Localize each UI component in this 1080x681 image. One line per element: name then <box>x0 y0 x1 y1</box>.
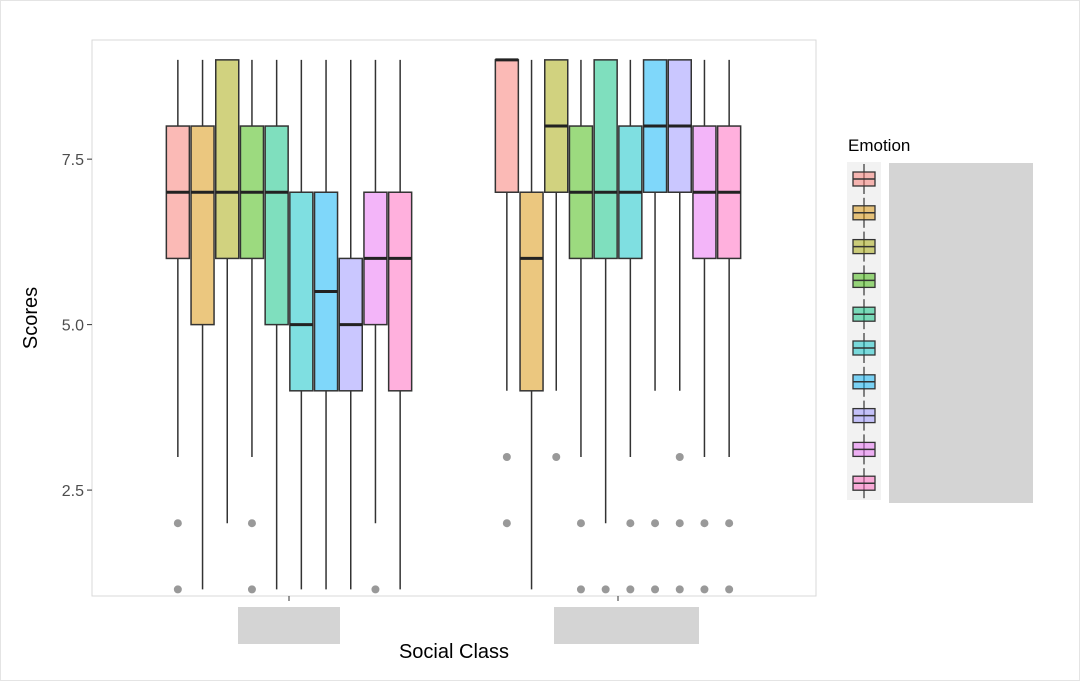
box-outlier <box>651 585 660 594</box>
x-tick-label-redacted-1 <box>238 607 340 644</box>
box <box>190 125 215 326</box>
box <box>494 59 520 193</box>
x-tick-label-redacted-2 <box>554 607 699 644</box>
box-outlier <box>601 585 610 594</box>
box-outlier <box>725 585 734 594</box>
box-outlier <box>700 519 709 528</box>
legend-labels-redacted <box>889 163 1033 503</box>
box <box>264 125 289 326</box>
box-outlier <box>626 519 635 528</box>
box <box>519 191 544 392</box>
box-outlier <box>552 453 561 461</box>
box-outlier <box>173 585 182 594</box>
box-outlier <box>651 519 660 528</box>
legend-title: Emotion <box>848 136 911 155</box>
box-outlier <box>675 453 684 461</box>
x-axis-title: Social Class <box>399 641 509 663</box>
box <box>289 191 314 392</box>
box-outlier <box>247 519 256 528</box>
box <box>215 59 240 260</box>
box-outlier <box>502 519 511 528</box>
y-tick-label: 2.5 <box>62 483 84 500</box>
box <box>593 59 618 260</box>
y-tick-label: 5.0 <box>62 318 84 335</box>
box-outlier <box>626 585 635 594</box>
box-outlier <box>173 519 182 528</box>
box-outlier <box>675 519 684 528</box>
box-outlier <box>700 585 709 594</box>
y-tick-label: 7.5 <box>62 152 84 169</box>
y-axis-title: Scores <box>20 287 42 349</box>
box-outlier <box>576 585 585 594</box>
box <box>387 191 413 392</box>
box-outlier <box>576 519 585 528</box>
box-outlier <box>247 585 256 594</box>
box-outlier <box>502 453 511 461</box>
box-outlier <box>725 519 734 528</box>
box-outlier <box>371 585 380 594</box>
box-outlier <box>675 585 684 594</box>
